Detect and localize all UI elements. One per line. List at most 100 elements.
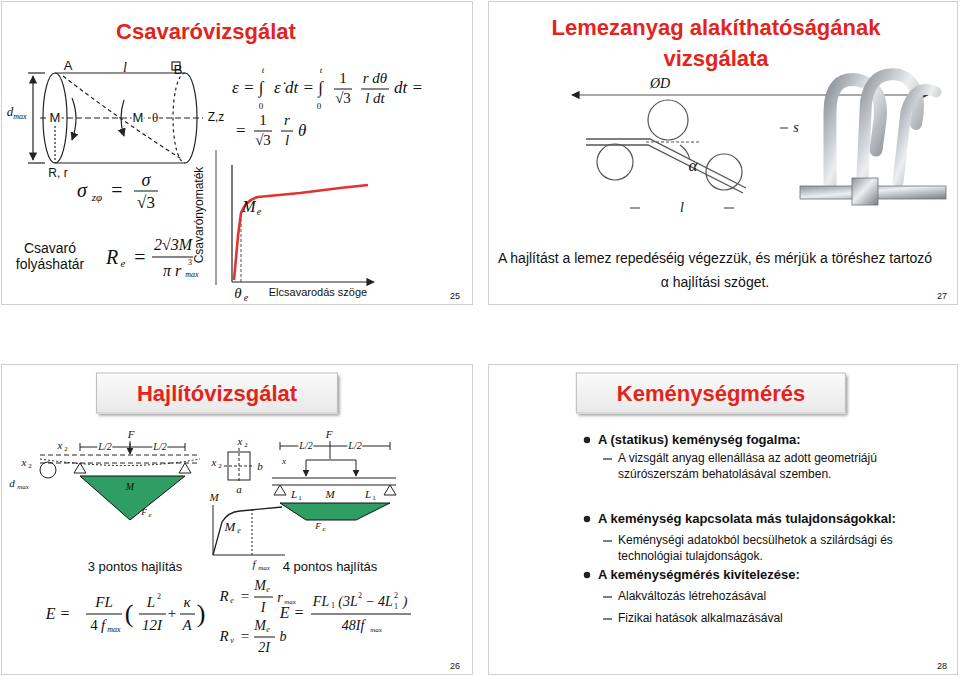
- slide-title: Csavaróvizsgálat: [116, 16, 296, 47]
- formula-symbol: M: [225, 520, 236, 535]
- four-point-beam: [384, 485, 396, 495]
- formula-symbol: dt =: [394, 78, 423, 98]
- fraction-bar: [254, 131, 272, 132]
- formula-symbol: 0: [259, 101, 264, 111]
- formula-symbol: L: [365, 488, 371, 501]
- fraction-bar: [86, 614, 122, 615]
- four-point-beam: [272, 441, 396, 520]
- three-point-beam: [74, 463, 86, 473]
- bullet-text: Keménységi adatokból becsülhetok a szilá…: [618, 532, 938, 564]
- formula-symbol: 2I: [258, 640, 270, 656]
- page-number: 26: [450, 661, 460, 671]
- formula-symbol: I: [261, 600, 266, 616]
- diagram-label: M: [132, 111, 145, 126]
- slide-title: Keménységmérés: [576, 373, 846, 414]
- formula-symbol: ): [403, 594, 408, 610]
- page-number: 28: [937, 661, 947, 671]
- bullet-marks: [603, 540, 612, 541]
- four-point-beam: [390, 442, 391, 450]
- formula-symbol: 3: [188, 258, 192, 267]
- formula-symbol: (: [125, 599, 134, 629]
- formula-symbol: v: [230, 636, 234, 645]
- formula-symbol: t: [320, 65, 323, 75]
- formula-symbol: F: [315, 521, 321, 531]
- four-point-beam: [280, 503, 390, 520]
- formula-symbol: α: [689, 156, 698, 176]
- fraction-bar: [311, 614, 411, 615]
- fraction-bar: [134, 89, 389, 257]
- caption-text: A hajlítást a lemez repedéséig végezzük,…: [495, 246, 935, 294]
- formula-symbol: κ: [183, 594, 190, 611]
- formula-symbol: L/2: [97, 441, 112, 453]
- bent-samples-photo: [898, 90, 936, 183]
- four-point-beam: [272, 478, 396, 479]
- formula-symbol: e: [266, 625, 270, 634]
- fraction-bar: [254, 637, 275, 638]
- formula-symbol: r dθ: [363, 70, 387, 87]
- beam-cross-section: [213, 507, 282, 555]
- four-point-beam: [274, 485, 286, 495]
- formula-symbol: +: [168, 605, 176, 622]
- bend-fixture: [586, 145, 743, 193]
- slide-title: Lemezanyag alakíthatóságának vizsgálata: [526, 12, 906, 74]
- formula-symbol: 1: [372, 494, 376, 502]
- formula-symbol: E =: [46, 605, 71, 623]
- bend-fixture: [586, 139, 746, 188]
- formula-symbol: σ: [142, 170, 151, 191]
- formula-symbol: x: [22, 456, 27, 469]
- caption-text: 3 pontos hajlítás: [88, 560, 183, 575]
- bullet-text: Fizikai hatások alkalmazásával: [618, 612, 783, 626]
- bend-fixture: [680, 145, 690, 160]
- bend-fixture: [646, 141, 700, 142]
- beam-cross-section: [213, 505, 214, 555]
- three-point-beam: [40, 441, 200, 520]
- formula-symbol: s: [793, 120, 798, 136]
- formula-symbol: σ: [77, 179, 87, 202]
- beam-cross-section: [213, 555, 285, 556]
- formula-symbol: t: [262, 65, 265, 75]
- diagram-label: B: [174, 63, 183, 78]
- torque-graph: [216, 150, 374, 285]
- beam-cross-section: [252, 509, 253, 555]
- torsion-cylinder: [28, 62, 203, 163]
- torsion-cylinder: [28, 162, 45, 163]
- torsion-cylinder: [121, 100, 124, 136]
- formula-symbol: f: [252, 558, 255, 571]
- page-number: 25: [450, 291, 460, 301]
- torsion-cylinder: [28, 72, 45, 73]
- bullet-text: Alakváltozás létrehozásával: [618, 590, 766, 604]
- formula-symbol: 2: [64, 445, 68, 453]
- formula-symbol: b: [280, 629, 287, 645]
- formula-symbol: 1: [331, 601, 335, 610]
- formula-symbol: FL: [95, 594, 113, 611]
- torque-graph: [232, 281, 374, 282]
- formula-symbol: x: [238, 435, 243, 448]
- four-point-beam: [280, 442, 281, 450]
- bent-samples-photo: [852, 178, 878, 205]
- fraction-bar: [139, 614, 166, 615]
- formula-symbol: 1: [298, 494, 302, 502]
- formula-symbol: √3: [335, 90, 351, 107]
- bent-samples-photo: [800, 74, 946, 205]
- formula-symbol: F: [141, 507, 147, 517]
- formula-symbol: 1: [259, 112, 267, 129]
- bullet-marks: [603, 458, 612, 459]
- bend-fixture: [597, 144, 633, 180]
- four-point-beam: [306, 460, 356, 461]
- three-point-beam: [185, 443, 186, 451]
- formula-symbol: =: [241, 588, 249, 605]
- formula-symbol: a: [236, 483, 242, 496]
- formula-symbol: ε̇ dt = ∫: [274, 78, 323, 98]
- fraction-bar: [361, 89, 389, 90]
- formula-symbol: 2: [28, 462, 32, 470]
- formula-symbol: F: [326, 428, 333, 441]
- bent-samples-photo: [862, 74, 918, 186]
- formula-symbol: 48If: [342, 618, 365, 634]
- axis-title: Elcsavarodás szöge: [269, 286, 367, 299]
- bend-fixture: [706, 154, 742, 190]
- torsion-cylinder: [32, 76, 33, 160]
- formula-symbol: e: [148, 511, 151, 519]
- formula-symbol: L: [291, 488, 297, 501]
- formula-symbol: max: [185, 270, 198, 279]
